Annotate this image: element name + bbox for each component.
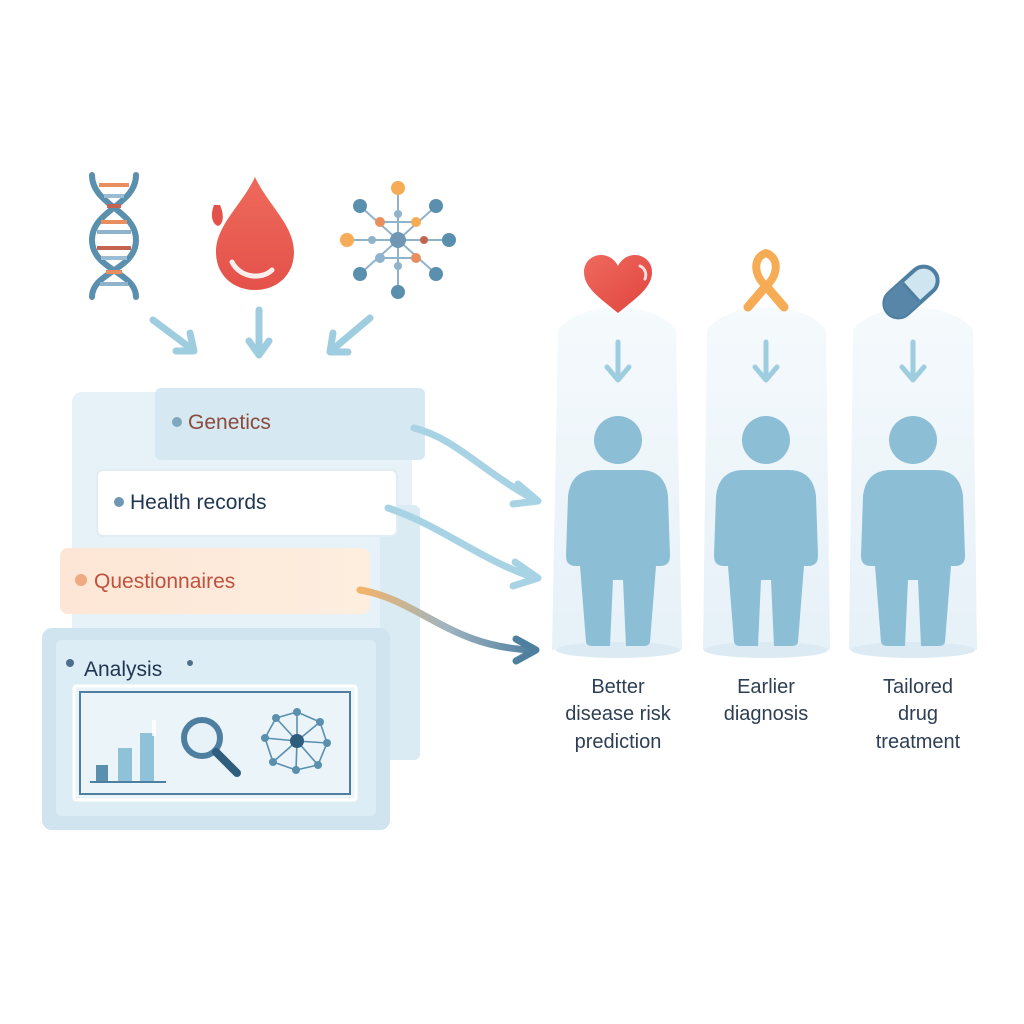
flow-arrow-bottom	[356, 586, 540, 665]
down-arrow-diagnosis	[752, 339, 780, 383]
analysis-dot-right	[187, 660, 193, 666]
heart-icon	[584, 255, 652, 313]
blood-drop-icon	[211, 177, 294, 290]
health-records-dot	[114, 497, 124, 507]
analysis-card[interactable]: Analysis	[42, 628, 390, 830]
outcome-diagnosis-line-2: diagnosis	[724, 703, 809, 725]
dna-icon	[88, 172, 140, 300]
flow-arrow-middle	[384, 504, 542, 590]
health-records-label: Health records	[130, 491, 267, 514]
arrow-left	[149, 316, 198, 355]
person-figure-risk	[566, 416, 670, 646]
outcome-risk-line-1: Better	[591, 676, 645, 698]
genetics-label: Genetics	[188, 411, 271, 434]
outcome-diagnosis-line-1: Earlier	[737, 676, 795, 698]
person-figure-diagnosis	[714, 416, 818, 646]
molecular-network-icon	[340, 181, 456, 299]
down-arrow-treatment	[899, 339, 927, 383]
network-icon	[261, 708, 331, 774]
input-arrows	[149, 306, 374, 359]
bar-chart-icon	[90, 720, 166, 783]
outcome-risk-line-2: disease risk	[565, 703, 672, 725]
arrow-right	[326, 314, 374, 356]
outcome-treatment-line-2: drug	[898, 703, 938, 725]
outcome-label-treatment: Tailored drug treatment	[876, 676, 961, 753]
data-stack: Genetics Health records Questionnaires A…	[42, 388, 425, 830]
analysis-dot	[66, 659, 74, 667]
outcome-treatment-line-3: treatment	[876, 731, 961, 753]
questionnaires-dot	[75, 574, 87, 586]
genetics-card[interactable]: Genetics	[155, 388, 425, 460]
outcome-down-arrows	[604, 339, 927, 383]
questionnaires-card[interactable]: Questionnaires	[60, 548, 370, 614]
person-figure-treatment	[861, 416, 965, 646]
health-records-card[interactable]: Health records	[96, 469, 398, 537]
analysis-label: Analysis	[84, 658, 162, 681]
magnifier-icon	[181, 717, 241, 777]
outcome-risk-line-3: prediction	[575, 731, 662, 753]
pill-capsule-icon	[882, 264, 940, 320]
outcome-treatment-line-1: Tailored	[883, 676, 953, 698]
outcome-label-diagnosis: Earlier diagnosis	[724, 676, 809, 725]
genetics-dot	[172, 417, 182, 427]
down-arrow-risk	[604, 339, 632, 383]
arrow-center	[245, 306, 273, 359]
flow-arrow-top	[410, 424, 542, 508]
analysis-frame	[79, 691, 351, 795]
flow-arrows	[356, 424, 542, 665]
questionnaires-label: Questionnaires	[94, 570, 235, 593]
outcome-label-risk: Better disease risk prediction	[565, 676, 672, 753]
ribbon-icon	[743, 249, 789, 312]
